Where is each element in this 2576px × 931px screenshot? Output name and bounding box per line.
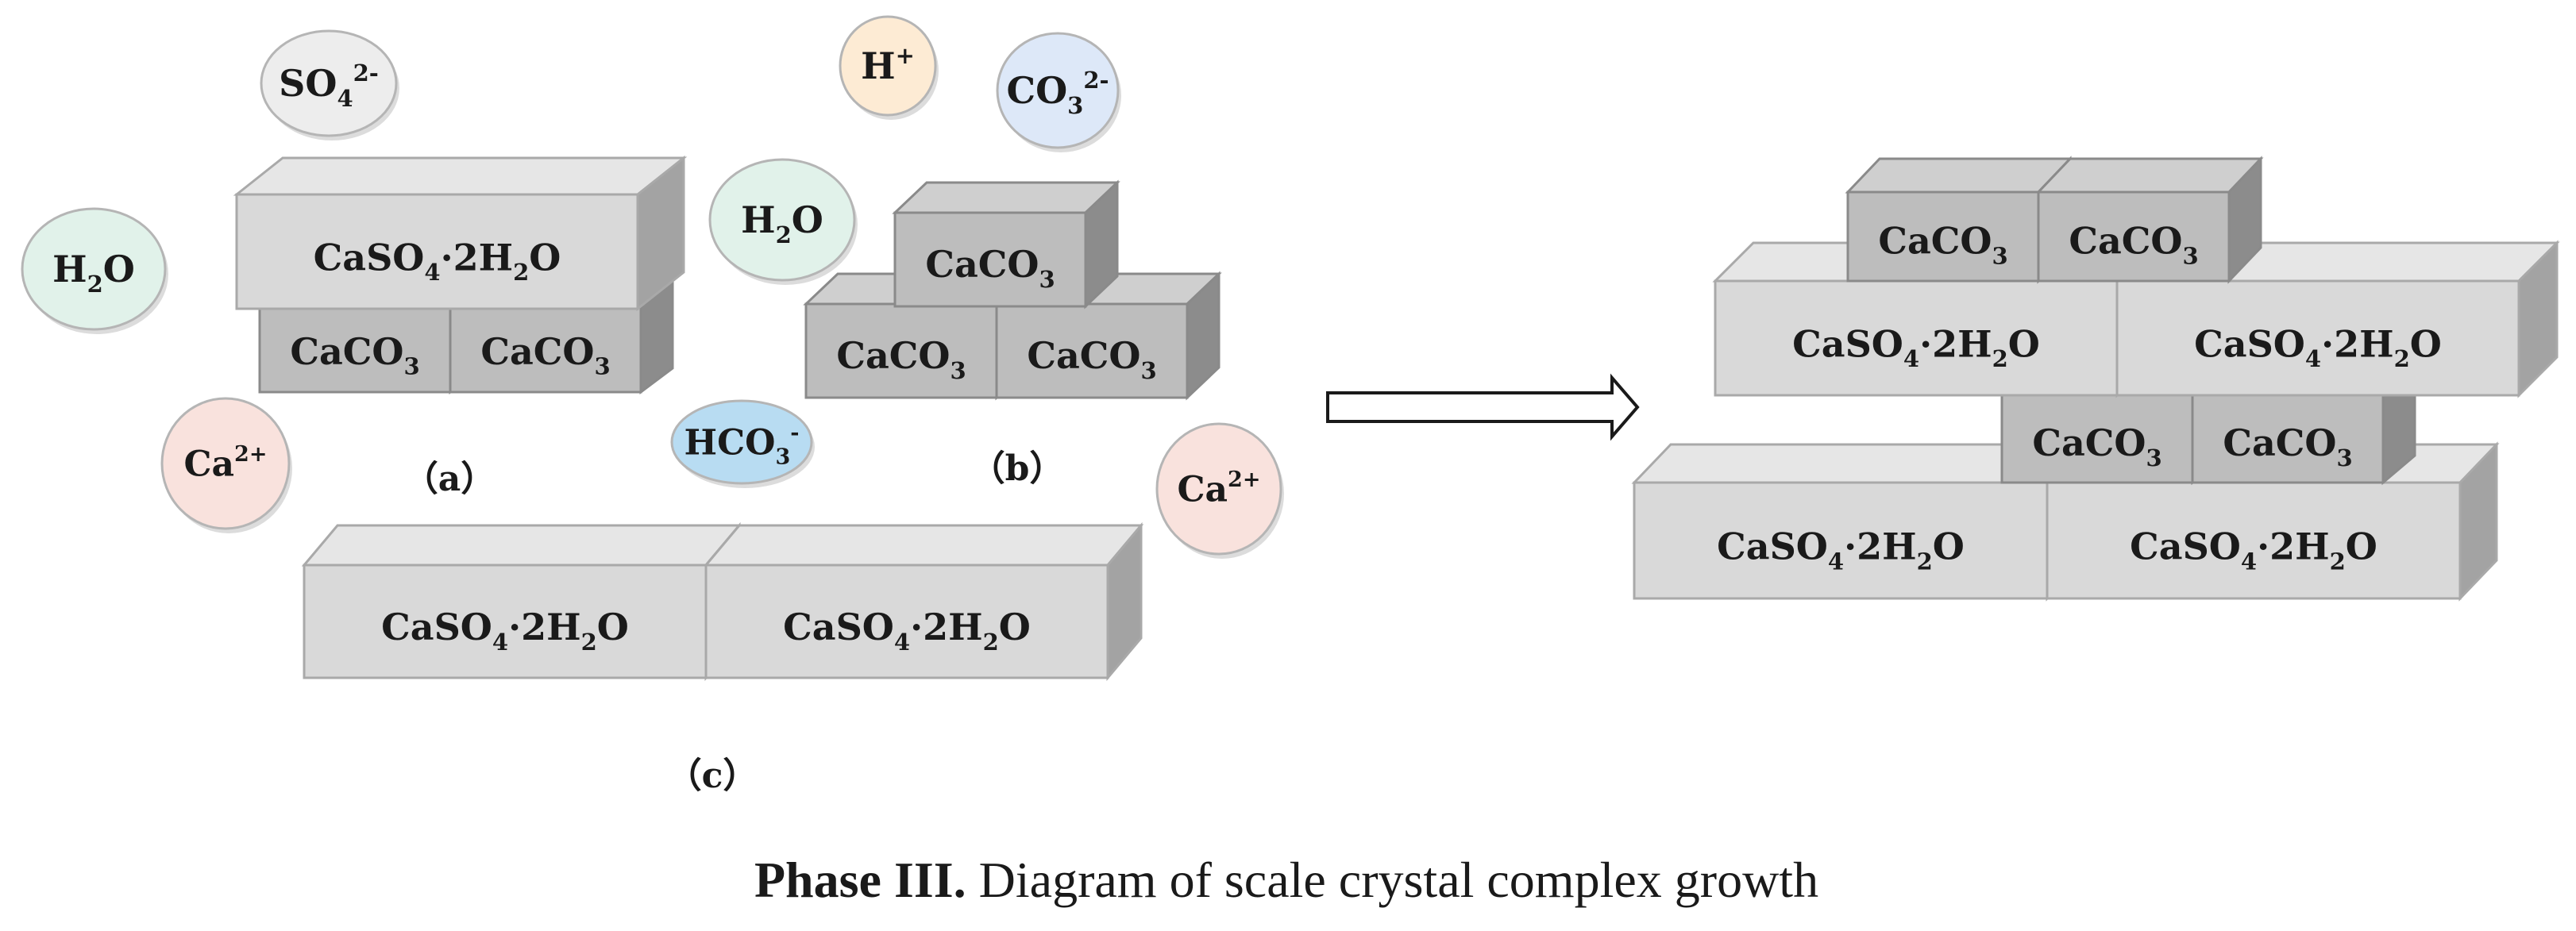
- block-caco3-b3-label: CaCO3: [925, 243, 1055, 293]
- block-caco3-r4-front-face: [2191, 393, 2385, 484]
- block-caco3-r1-label: CaCO3: [1878, 220, 2007, 270]
- block-caco3-r4-label: CaCO3: [2223, 421, 2352, 471]
- block-caso4-c2: CaSO4·2H2O: [703, 521, 1144, 682]
- ion-hplus-label: H+: [861, 42, 915, 87]
- ion-ca-right-bubble: [1155, 422, 1282, 556]
- ion-so4-bubble: [260, 29, 398, 137]
- ion-h2o-left: H2O: [21, 207, 168, 334]
- block-caso4-r3: CaSO4·2H2O: [1631, 441, 2087, 602]
- ion-hco3-label: HCO3-: [684, 421, 800, 470]
- block-caco3-r2-front-face: [2037, 190, 2231, 283]
- block-caco3-b2-label: CaCO3: [1027, 334, 1156, 384]
- block-caco3-r2: CaCO3: [2035, 156, 2264, 284]
- block-caco3-r3-front-face: [2000, 393, 2194, 484]
- block-caco3-r2-label: CaCO3: [2069, 220, 2198, 270]
- block-caco3-a1-label: CaCO3: [290, 330, 419, 380]
- ion-co3-bubble: [996, 32, 1120, 149]
- block-caso4-r3-front-face: [1633, 481, 2049, 600]
- ion-hco3: HCO3-: [670, 399, 815, 488]
- block-caso4-c2-top-face: [703, 524, 1144, 567]
- label-c: （c）: [667, 756, 758, 796]
- block-caco3-a2: CaCO3: [446, 275, 677, 394]
- ion-ca-right-label: Ca2+: [1178, 467, 1261, 510]
- block-caso4-c2-front-face: [704, 564, 1109, 679]
- block-caco3-b3-front-face: [893, 211, 1087, 308]
- label-b: （b）: [970, 448, 1065, 489]
- block-caco3-r1-front-face: [1846, 190, 2040, 283]
- block-caco3-r1-top-face: [1845, 157, 2073, 194]
- figure-caption: Phase III. Diagram of scale crystal comp…: [754, 852, 1818, 908]
- block-caso4-c1-front-face: [303, 564, 708, 679]
- ion-h2o-left-bubble: [21, 207, 167, 331]
- block-caso4-r4-front-face: [2046, 481, 2462, 600]
- ion-hco3-bubble: [670, 399, 813, 485]
- block-caso4-r2-label: CaSO4·2H2O: [2194, 322, 2442, 372]
- block-caco3-a2-label: CaCO3: [480, 330, 610, 380]
- ion-ca-left-bubble: [160, 397, 291, 530]
- ion-ca-left: Ca2+: [160, 397, 292, 533]
- block-caco3-a2-front-face: [449, 300, 642, 394]
- caption-text: Diagram of scale crystal complex growth: [966, 852, 1818, 908]
- block-caso4-c2-label: CaSO4·2H2O: [783, 606, 1031, 656]
- ion-h2o-mid-bubble: [708, 158, 856, 282]
- label-a: （a）: [403, 459, 496, 499]
- block-caco3-r1: CaCO3: [1845, 156, 2073, 284]
- block-caso4-c1: CaSO4·2H2O: [301, 521, 742, 682]
- ion-co3-label: CO32-: [1006, 67, 1109, 119]
- ion-so4-label: SO42-: [279, 60, 379, 112]
- block-caco3-b3: CaCO3: [892, 179, 1120, 310]
- block-caso4-r3-label: CaSO4·2H2O: [1717, 525, 1965, 575]
- ion-ca-left-label: Ca2+: [184, 442, 268, 484]
- ion-h2o-mid-label: H2O: [741, 198, 823, 248]
- ion-h2o-mid: H2O: [708, 158, 858, 285]
- ion-h2o-left-label: H2O: [52, 248, 135, 298]
- block-caco3-b3-top-face: [892, 181, 1120, 214]
- block-caco3-b2: CaCO3: [993, 271, 1222, 401]
- ion-ca-right: Ca2+: [1155, 422, 1284, 559]
- block-caco3-b2-front-face: [995, 302, 1189, 399]
- transition-arrow: [1326, 373, 1640, 441]
- ion-so4: SO42-: [260, 29, 399, 140]
- block-caco3-b1-front-face: [804, 302, 998, 399]
- block-caco3-a1-front-face: [258, 300, 452, 394]
- caption-bold: Phase III.: [754, 852, 966, 908]
- block-caso4-a-label: CaSO4·2H2O: [314, 236, 561, 286]
- block-caso4-a-front-face: [235, 193, 639, 310]
- block-caso4-r2-front-face: [2115, 279, 2520, 397]
- block-caco3-r3-label: CaCO3: [2032, 421, 2161, 471]
- ion-hplus-bubble: [839, 15, 937, 117]
- block-caso4-c1-label: CaSO4·2H2O: [381, 606, 629, 656]
- ion-co3: CO32-: [996, 32, 1121, 152]
- block-caso4-a-top-face: [233, 156, 688, 196]
- block-caco3-b1-label: CaCO3: [836, 334, 966, 384]
- block-caso4-r4-label: CaSO4·2H2O: [2130, 525, 2377, 575]
- ion-hplus: H+: [839, 15, 939, 120]
- block-caso4-a: CaSO4·2H2O: [233, 155, 688, 312]
- block-caco3-r2-top-face: [2035, 157, 2264, 194]
- block-caso4-r1-label: CaSO4·2H2O: [1792, 322, 2040, 372]
- block-caso4-r1-front-face: [1714, 279, 2119, 397]
- block-caso4-c1-top-face: [301, 524, 742, 567]
